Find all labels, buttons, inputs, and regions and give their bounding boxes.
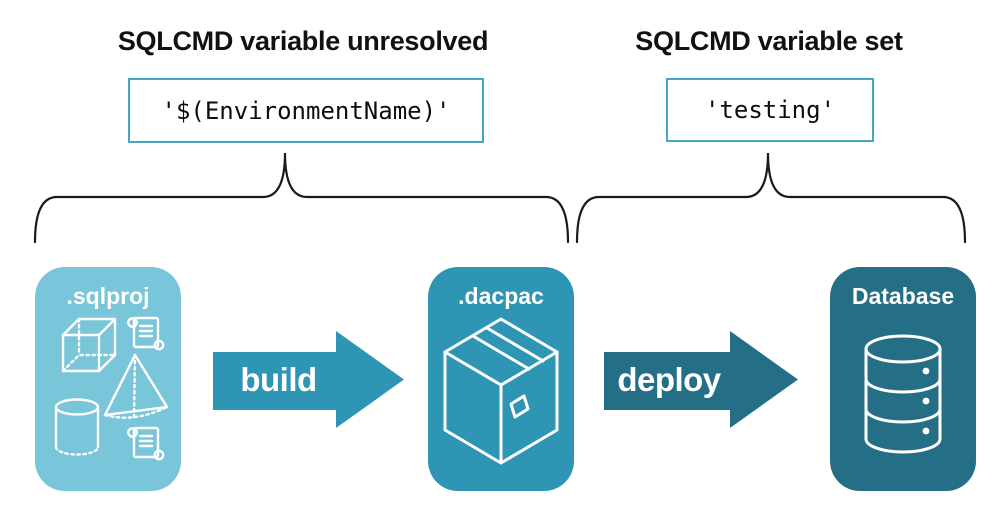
script-scroll-icon (127, 316, 165, 351)
script-scroll-icon (127, 426, 165, 461)
sql-objects-icon (54, 316, 169, 461)
stage-sqlproj: .sqlproj (35, 267, 181, 491)
deploy-arrow: deploy (604, 331, 798, 428)
right-brace-curve (575, 152, 967, 244)
pyramid-icon (103, 353, 169, 419)
stage-database-label: Database (851, 283, 955, 309)
right-annotation-title: SQLCMD variable set (635, 26, 903, 56)
stage-dacpac: .dacpac (428, 267, 574, 491)
stage-dacpac-label: .dacpac (458, 283, 544, 309)
left-annotation-title: SQLCMD variable unresolved (117, 26, 489, 56)
stage-database: Database (830, 267, 976, 491)
unresolved-variable-code-text: '$(EnvironmentName)' (161, 96, 451, 125)
cube-icon (61, 317, 117, 373)
unresolved-variable-code-box: '$(EnvironmentName)' (128, 78, 484, 143)
resolved-variable-code-box: 'testing' (666, 78, 874, 142)
build-arrow: build (213, 331, 404, 428)
left-brace-curve (33, 152, 570, 244)
build-arrow-label: build (240, 360, 317, 398)
build-arrow-shape (213, 331, 404, 428)
package-box-icon (443, 317, 559, 465)
cylinder-icon (54, 398, 100, 456)
deploy-arrow-shape (604, 331, 798, 428)
database-cylinder-icon (864, 334, 942, 454)
resolved-variable-code-text: 'testing' (704, 96, 836, 124)
deploy-arrow-label: deploy (617, 360, 721, 398)
stage-sqlproj-label: .sqlproj (66, 283, 150, 309)
